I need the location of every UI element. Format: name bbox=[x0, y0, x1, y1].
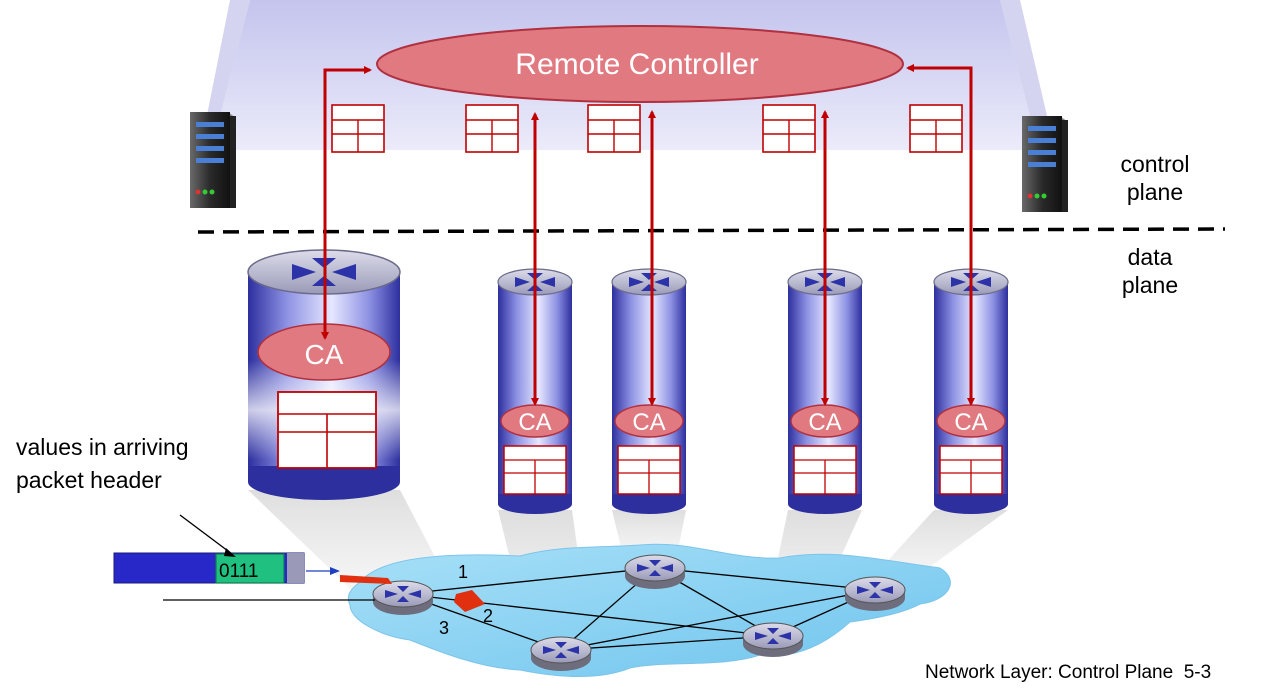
ca-label: CA bbox=[954, 409, 987, 436]
packet-header-note-text: values in arriving packet header bbox=[16, 434, 189, 493]
plane-separator bbox=[197, 227, 1226, 234]
router-cylinder: CA bbox=[611, 268, 687, 514]
data-plane-label: data plane bbox=[1100, 243, 1200, 299]
packet-header-value: 0111 bbox=[219, 561, 258, 582]
footer-caption: Network Layer: Control Plane 5-3 bbox=[925, 662, 1211, 684]
ca-label: CA bbox=[518, 409, 551, 436]
flow-table-icon bbox=[617, 445, 681, 495]
flow-table-icon bbox=[939, 445, 1003, 495]
port-label-1: 1 bbox=[458, 562, 468, 582]
flow-table-icon bbox=[909, 104, 963, 153]
footer-text: Network Layer: Control Plane 5-3 bbox=[925, 662, 1212, 683]
router-icon bbox=[372, 580, 434, 615]
server-icon bbox=[190, 112, 236, 208]
ca-label: CA bbox=[808, 409, 841, 436]
packet-header-note: values in arriving packet header bbox=[16, 431, 189, 497]
router-icon bbox=[624, 554, 686, 589]
data-plane-text: data plane bbox=[1121, 244, 1179, 298]
flow-table-icon bbox=[503, 445, 567, 495]
router-icon bbox=[530, 636, 592, 671]
control-plane-text: control plane bbox=[1120, 151, 1190, 205]
flow-table-icon bbox=[331, 104, 385, 153]
flow-table-icon bbox=[793, 445, 857, 495]
incoming-packet: 0111 bbox=[113, 514, 375, 601]
flow-table-icon bbox=[587, 104, 641, 153]
port-label-3: 3 bbox=[439, 618, 449, 638]
port-label-2: 2 bbox=[483, 606, 493, 626]
flow-table-icon bbox=[277, 391, 377, 469]
ca-label: CA bbox=[632, 409, 665, 436]
control-plane-label: control plane bbox=[1100, 150, 1210, 206]
flow-table-icon bbox=[762, 104, 816, 153]
control-arrows bbox=[321, 64, 975, 406]
ca-label: CA bbox=[305, 339, 344, 370]
server-icon bbox=[1022, 116, 1068, 212]
flow-table-icon bbox=[465, 104, 519, 153]
router-icon bbox=[742, 622, 804, 657]
remote-controller: Remote Controller bbox=[376, 25, 904, 103]
remote-controller-label: Remote Controller bbox=[515, 48, 758, 81]
router-icon bbox=[844, 576, 906, 611]
forwarding-arrow bbox=[340, 575, 485, 612]
